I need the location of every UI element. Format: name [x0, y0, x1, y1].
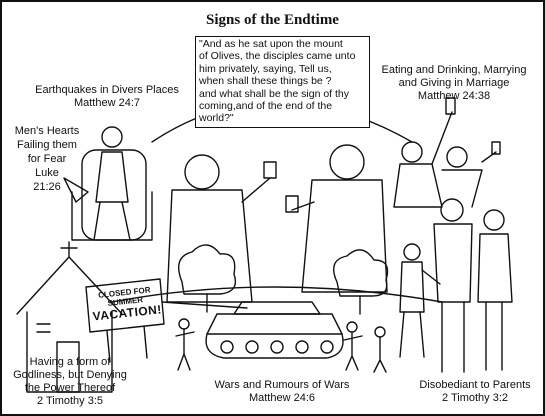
man-in-armchair: [63, 126, 153, 241]
ground-horizon: [111, 286, 443, 303]
quote-line: when shall these things be ?: [199, 75, 332, 88]
caption-wars: Wars and Rumours of Wars Matthew 24:6: [214, 379, 350, 404]
party-people: [393, 97, 501, 208]
man-left-toasting: [166, 154, 277, 303]
quote-line: of Olives, the disciples came unto: [199, 50, 356, 63]
quote-line: coming,and of the end of the: [199, 100, 333, 113]
caption-eating-drinking: Eating and Drinking, Marrying and Giving…: [381, 64, 527, 102]
tank: [161, 301, 344, 359]
caption-disobedient: Disobediant to Parents 2 Timothy 3:2: [419, 379, 531, 404]
quote-line: and what shall be the sign of thy: [199, 87, 350, 100]
closed-sign-board: [85, 278, 165, 363]
caption-form-of-godliness: Having a form of Godliness, but Denying …: [13, 356, 127, 407]
scripture-quote-box: "And as he sat upon the mount of Olives,…: [195, 36, 370, 128]
trees: [178, 244, 389, 315]
quote-line: "And as he sat upon the mount: [199, 38, 343, 50]
man-right-toasting: [285, 144, 388, 293]
page-title: Signs of the Endtime: [206, 12, 339, 28]
caption-mens-hearts: Men's Hearts Failing them for Fear Luke …: [14, 125, 80, 193]
caption-earthquakes: Earthquakes in Divers Places Matthew 24:…: [35, 84, 179, 109]
closed-for-vacation-sign: CLOSED FOR SUMMER VACATION!: [91, 285, 163, 324]
quote-line: world?": [199, 112, 234, 125]
quote-line: him privately, saying, Tell us,: [199, 62, 332, 75]
house: [16, 241, 123, 393]
soldiers: [175, 318, 387, 373]
family-parents-children: [399, 198, 513, 373]
